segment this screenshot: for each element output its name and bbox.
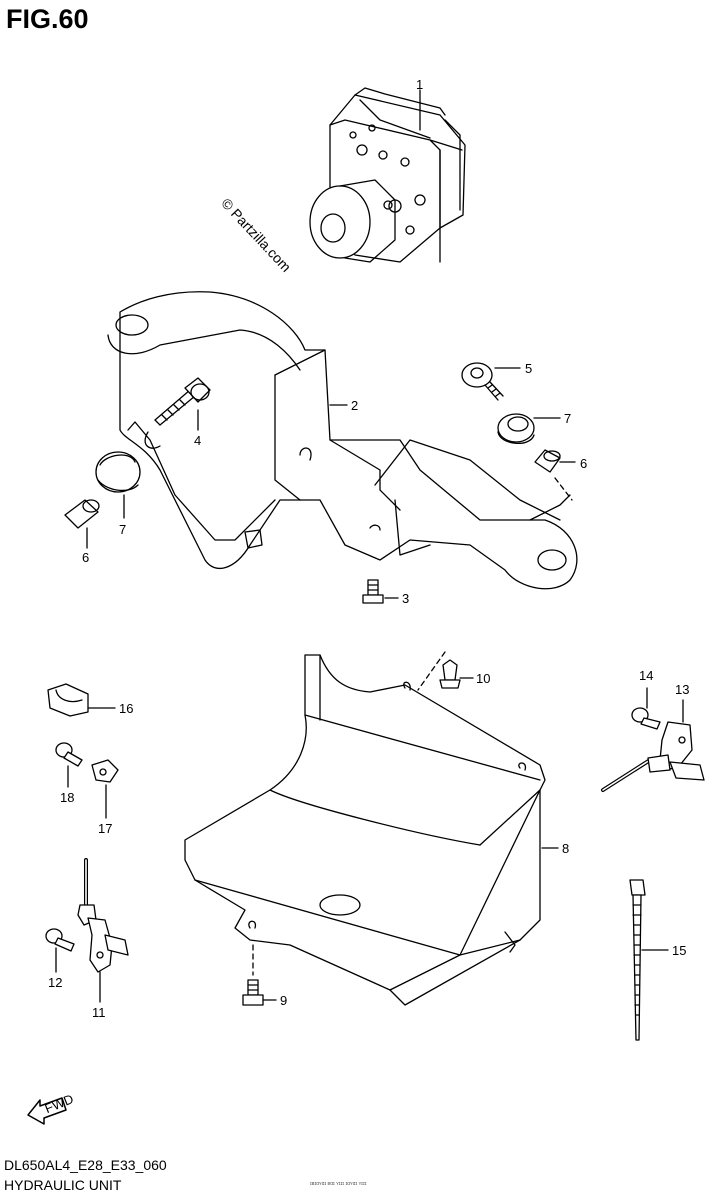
clip-10 <box>439 659 461 689</box>
speed-sensor-13 <box>601 721 705 792</box>
callout-6-right: 6 <box>580 456 587 471</box>
grommet-left <box>95 451 141 493</box>
callout-12: 12 <box>48 975 62 990</box>
callout-3: 3 <box>402 591 409 606</box>
abs-hydraulic-unit <box>309 87 466 263</box>
bracket <box>107 291 578 590</box>
diagram-code: DL650AL4_E28_E33_060 <box>4 1157 167 1173</box>
bolt-12 <box>45 928 75 952</box>
tray <box>184 654 546 1006</box>
callout-10: 10 <box>476 671 490 686</box>
callout-1: 1 <box>416 77 423 92</box>
callout-16: 16 <box>119 701 133 716</box>
leader-line <box>417 651 446 691</box>
speed-sensor-11 <box>77 858 129 973</box>
callout-6-left: 6 <box>82 550 89 565</box>
callout-5: 5 <box>525 361 532 376</box>
bolt-14 <box>631 707 661 730</box>
diagram-caption: HYDRAULIC UNIT <box>4 1177 122 1193</box>
callout-18: 18 <box>60 790 74 805</box>
clamp-16 <box>47 683 89 717</box>
callout-11: 11 <box>92 1005 106 1020</box>
callout-17: 17 <box>98 821 112 836</box>
bolt-3 <box>362 579 384 604</box>
callout-13: 13 <box>675 682 689 697</box>
bolt-5 <box>461 362 504 401</box>
callout-15: 15 <box>672 943 686 958</box>
clip-17 <box>91 759 119 783</box>
callout-9: 9 <box>280 993 287 1008</box>
bolt-18 <box>55 742 83 767</box>
callout-7-right: 7 <box>564 411 571 426</box>
grommet-right <box>497 413 535 444</box>
callout-7-left: 7 <box>119 522 126 537</box>
bolt-9 <box>242 979 264 1006</box>
collar-right <box>534 449 561 473</box>
callout-2: 2 <box>351 398 358 413</box>
cable-tie-15 <box>629 879 646 1041</box>
callout-4: 4 <box>194 433 201 448</box>
fine-print: ɪʙɪɑʏɑɪ ʙɑɪ ʏɪɪɪ ɪɑʏɑɪ ʏɪɪɪ <box>310 1181 367 1187</box>
bolt-4 <box>154 377 211 426</box>
collar-left <box>64 499 100 529</box>
figure-title: FIG.60 <box>6 4 89 34</box>
leader-line <box>554 477 573 501</box>
fwd-arrow-icon: FWD <box>27 1091 76 1125</box>
callout-8: 8 <box>562 841 569 856</box>
callout-14: 14 <box>639 668 653 683</box>
